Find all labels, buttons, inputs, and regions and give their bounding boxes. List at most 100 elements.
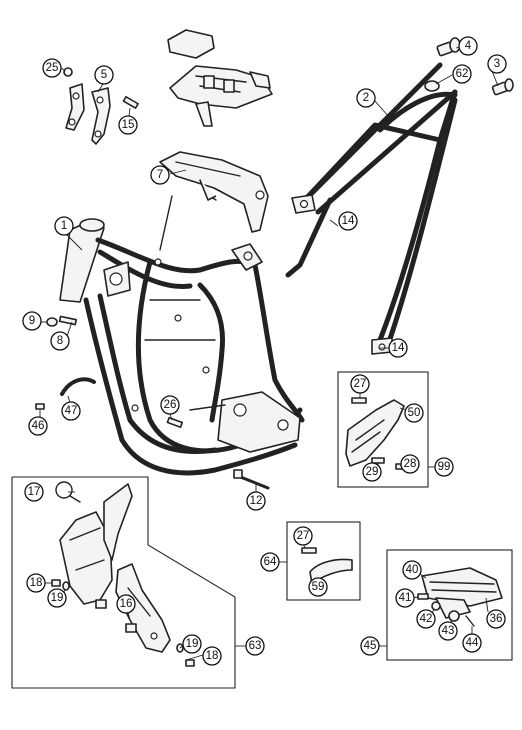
main-frame [59,218,305,476]
ecu-holder-bracket [167,29,273,127]
callout-28: 28 [400,454,420,474]
callout-26: 26 [160,395,180,415]
bolt-15 [122,95,139,109]
callout-14-lower-label: 14 [392,342,405,354]
callout-19-left: 19 [47,588,67,608]
bracket-5 [65,83,111,145]
group-box-64 [286,521,361,601]
callout-3-label: 3 [494,58,500,70]
callout-59-label: 59 [312,581,325,593]
frame-protector-left [59,483,133,605]
callout-40: 40 [402,560,422,580]
callout-47: 47 [61,401,81,421]
hose-47 [60,377,96,396]
bolt-8 [58,315,78,326]
callout-3: 3 [487,54,507,74]
callout-46: 46 [28,416,48,436]
callout-42-label: 42 [420,613,433,625]
callout-18-right-label: 18 [206,650,219,662]
callout-8-label: 8 [57,335,63,347]
nut-9 [46,317,58,327]
callout-1-label: 1 [61,220,67,232]
callout-16: 16 [116,594,136,614]
callout-59: 59 [308,577,328,597]
callout-14-upper-label: 14 [342,215,355,227]
callout-9-label: 9 [29,315,35,327]
subframe-bolt-3 [491,78,514,96]
callout-5-label: 5 [101,69,107,81]
callout-41: 41 [395,588,415,608]
callout-41-label: 41 [399,592,412,604]
callout-36-label: 36 [490,613,503,625]
callout-47-label: 47 [65,405,78,417]
callout-42: 42 [416,609,436,629]
callout-99: 99 [434,457,454,477]
pin-44 [465,615,475,627]
callout-28-label: 28 [404,458,417,470]
callout-62-label: 62 [456,68,469,80]
callout-18-right: 18 [202,646,222,666]
callout-40-label: 40 [406,564,419,576]
callout-18-left-label: 18 [30,577,43,589]
callout-2: 2 [356,88,376,108]
cable-tie-17 [55,481,81,503]
group-box-45 [386,549,513,661]
callout-45-label: 45 [364,640,377,652]
callout-1: 1 [54,216,74,236]
callout-14-lower: 14 [388,338,408,358]
callout-15-label: 15 [122,119,135,131]
callout-27-group64-label: 27 [297,530,310,542]
callout-14-upper: 14 [338,211,358,231]
callout-4-label: 4 [465,40,472,52]
bolt-12 [233,469,270,490]
callout-19-left-label: 19 [51,592,64,604]
callout-27-group99: 27 [350,374,370,394]
callout-36: 36 [486,609,506,629]
group-box-63 [11,476,236,689]
callout-19-right-label: 19 [186,638,199,650]
callout-27-group99-label: 27 [354,378,367,390]
callout-8: 8 [50,331,70,351]
group-box-99 [337,371,429,488]
callout-99-label: 99 [438,461,451,473]
callout-5: 5 [94,65,114,85]
callout-62: 62 [452,64,472,84]
callout-43: 43 [438,621,458,641]
callout-50-label: 50 [408,407,421,419]
footrest-36 [421,567,503,619]
spacer-16 [95,599,137,633]
callout-9: 9 [22,311,42,331]
callout-18-left: 18 [26,573,46,593]
callout-25-label: 25 [46,62,59,74]
callout-29: 29 [362,462,382,482]
screw-18-19-left [51,579,70,591]
callout-29-label: 29 [366,466,379,478]
callout-63-label: 63 [249,640,262,652]
callout-2-label: 2 [363,92,369,104]
screw-46 [35,403,45,410]
callout-15: 15 [118,115,138,135]
callout-46-label: 46 [32,420,45,432]
callout-7-label: 7 [157,169,163,181]
callout-26-label: 26 [164,399,177,411]
subframe [285,62,458,355]
bracket-59 [301,547,353,585]
callout-45: 45 [360,636,380,656]
chain-guide-99 [345,397,407,470]
nut-42 [431,601,441,611]
callout-25: 25 [42,58,62,78]
mount-plate-7 [159,151,269,251]
callout-16-label: 16 [120,598,133,610]
callout-50: 50 [404,403,424,423]
callout-27-group64: 27 [293,526,313,546]
callout-64: 64 [260,552,280,572]
pin-41 [417,593,429,600]
bolt-26 [166,416,184,429]
callout-12-label: 12 [250,495,263,507]
callout-19-right: 19 [182,634,202,654]
callout-63: 63 [245,636,265,656]
subframe-bolt-4 [436,37,461,57]
callout-43-label: 43 [442,625,455,637]
callout-64-label: 64 [264,556,277,568]
